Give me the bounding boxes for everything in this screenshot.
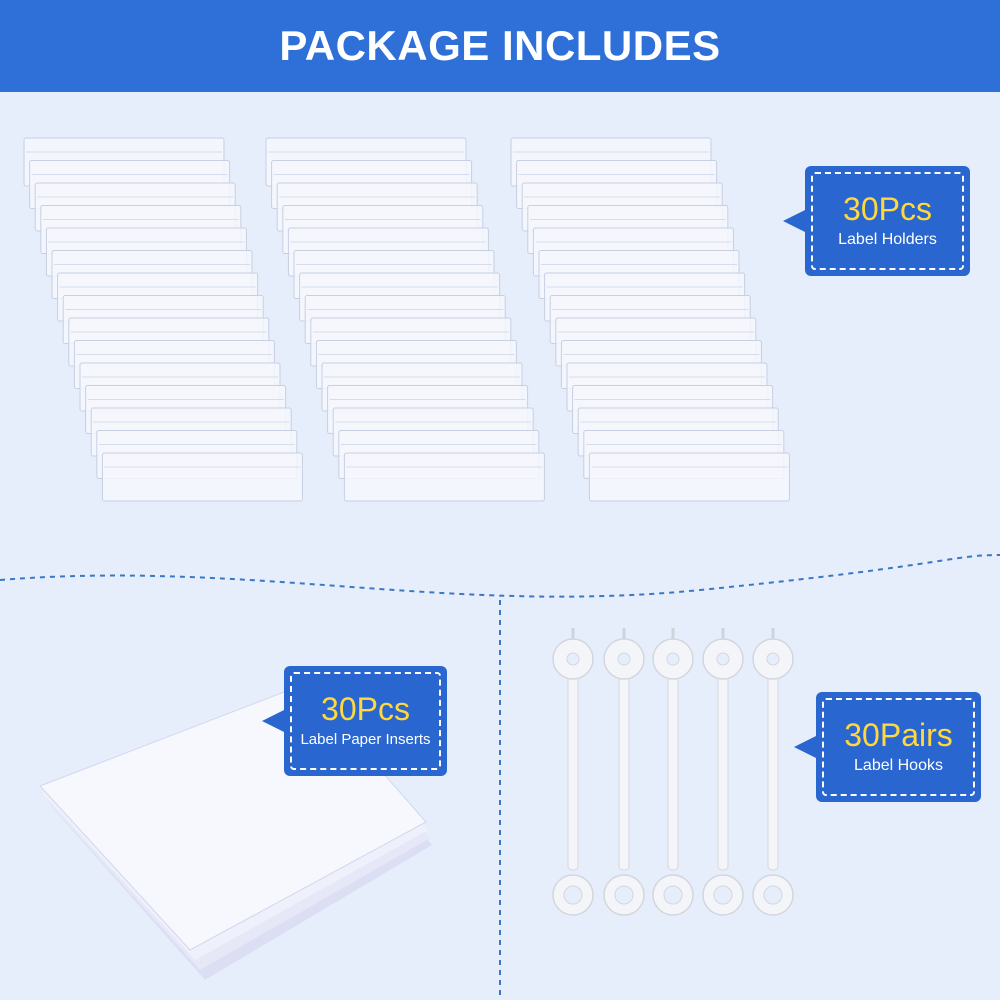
callout-pointer: [783, 210, 805, 232]
label-holder-stack-1: [23, 137, 303, 502]
label-holder-stack-3: [510, 137, 790, 502]
callout-label-holders: 30Pcs Label Holders: [783, 166, 970, 276]
callout-pointer: [794, 736, 816, 758]
label-hook: [652, 628, 694, 916]
label-hooks-count: 30Pairs: [844, 717, 953, 753]
callout-pointer: [262, 710, 284, 732]
label-hook: [752, 628, 794, 916]
label-holders-label: Label Holders: [838, 231, 937, 248]
label-hooks-group: [552, 628, 794, 916]
page-title: PACKAGE INCLUDES: [279, 22, 721, 69]
label-hooks-label: Label Hooks: [854, 757, 943, 774]
callout-label-hooks: 30Pairs Label Hooks: [794, 692, 981, 802]
label-holder-card: [343, 452, 545, 502]
label-hook: [552, 628, 594, 916]
wavy-divider: [0, 554, 1000, 598]
label-hook: [702, 628, 744, 916]
paper-inserts-label: Label Paper Inserts: [300, 731, 431, 748]
label-holder-card: [588, 452, 790, 502]
label-holders-count: 30Pcs: [843, 191, 932, 227]
label-hook: [603, 628, 645, 916]
label-holder-card: [101, 452, 303, 502]
header-banner: PACKAGE INCLUDES: [0, 0, 1000, 92]
paper-inserts-count: 30Pcs: [321, 691, 410, 727]
label-holder-stack-2: [265, 137, 545, 502]
callout-paper-inserts: 30Pcs Label Paper Inserts: [262, 666, 447, 776]
